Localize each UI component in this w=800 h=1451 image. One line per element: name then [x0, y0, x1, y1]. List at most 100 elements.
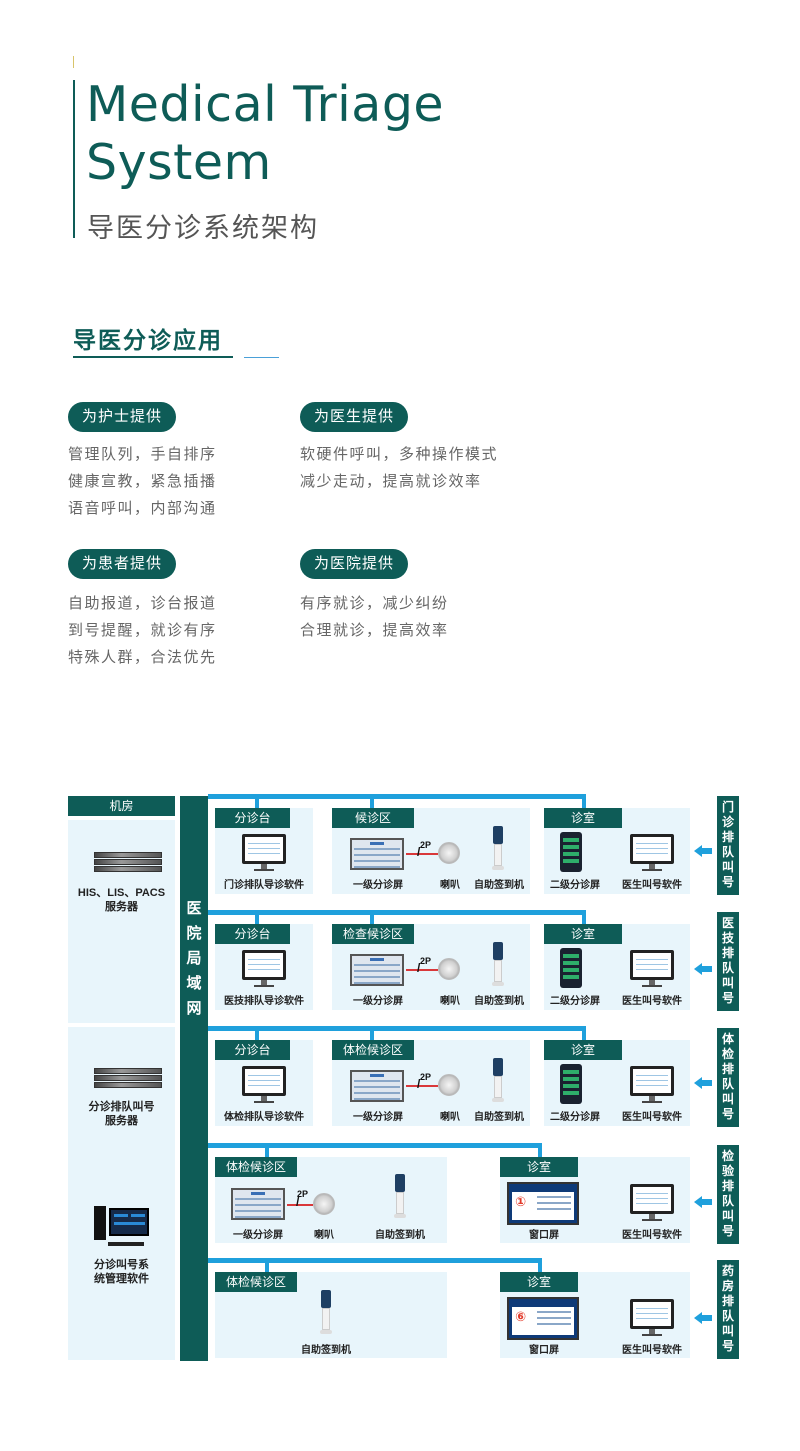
lcd-screen-icon: [231, 1188, 285, 1220]
room-device2-label: 医生叫号软件: [622, 996, 682, 1007]
kiosk-label: 自助签到机: [301, 1345, 351, 1356]
side-char: 队: [721, 1309, 734, 1323]
side-char: 叫: [721, 976, 734, 990]
server-label-line: 分诊叫号系: [94, 1259, 149, 1271]
machine-room-header: 机房: [68, 796, 175, 816]
side-char: 门: [721, 800, 734, 814]
speaker-cable: [287, 1204, 313, 1206]
desc-line: 到号提醒，就诊有序: [68, 622, 217, 639]
lcd-screen-icon: [350, 954, 404, 986]
side-char: 排: [721, 946, 734, 960]
kiosk-label: 自助签到机: [474, 1112, 524, 1123]
triage-software-label: 门诊排队导诊软件: [224, 880, 304, 891]
network-drop: [538, 1258, 542, 1272]
side-char: 药: [721, 1264, 734, 1278]
hospital-lan-label: 医 院 局 域 网: [180, 896, 208, 1021]
lcd-label: 一级分诊屏: [353, 1112, 403, 1123]
room-device2-label: 医生叫号软件: [622, 1112, 682, 1123]
side-char: 医: [721, 916, 734, 930]
desc-line: 特殊人群，合法优先: [68, 649, 217, 666]
window-number: ⑥: [515, 1309, 527, 1324]
waiting-area-tag: 候诊区: [332, 808, 414, 828]
room-device1-label: 二级分诊屏: [550, 1112, 600, 1123]
kiosk-icon: [492, 942, 504, 988]
pill-patient: 为患者提供: [68, 549, 177, 579]
speaker-label: 喇叭: [440, 880, 460, 891]
side-char: 房: [721, 1279, 734, 1293]
title-line-2: System: [86, 134, 272, 191]
network-line: [208, 794, 586, 799]
side-char: 叫: [721, 1092, 734, 1106]
arrow-left-icon: [694, 1312, 712, 1324]
rack-server-icon: [94, 852, 162, 874]
triage-software-label: 医技排队导诊软件: [224, 996, 304, 1007]
kiosk-label: 自助签到机: [474, 880, 524, 891]
side-char: 号: [721, 1224, 734, 1238]
side-char: 队: [721, 1077, 734, 1091]
side-char: 叫: [721, 1324, 734, 1338]
consult-room-tag: 诊室: [500, 1272, 578, 1292]
lan-char: 局: [186, 950, 202, 967]
kiosk-label: 自助签到机: [375, 1230, 425, 1241]
cable-spec: 2P: [420, 1072, 432, 1082]
desc-line: 有序就诊，减少纠纷: [300, 595, 449, 612]
room-device2-label: 医生叫号软件: [622, 880, 682, 891]
side-char: 号: [721, 991, 734, 1005]
side-char: 检: [721, 1149, 734, 1163]
speaker-icon: [438, 958, 460, 980]
network-drop: [370, 794, 374, 808]
network-drop: [255, 1026, 259, 1040]
arrow-left-icon: [694, 963, 712, 975]
window-screen-icon: ①: [507, 1182, 579, 1225]
consult-room-tag: 诊室: [544, 808, 622, 828]
arrow-left-icon: [694, 845, 712, 857]
hospital-lan-bar: [180, 796, 208, 1361]
side-char: 队: [721, 961, 734, 975]
speaker-label: 喇叭: [314, 1230, 334, 1241]
side-char: 号: [721, 875, 734, 889]
network-drop: [255, 794, 259, 808]
speaker-icon: [438, 842, 460, 864]
desc-line: 自助报道，诊台报道: [68, 595, 217, 612]
room-device1-label: 二级分诊屏: [550, 996, 600, 1007]
lcd-label: 一级分诊屏: [353, 996, 403, 1007]
cable-slash: /: [417, 961, 421, 975]
speaker-cable: [406, 1085, 438, 1087]
lan-char: 域: [186, 975, 202, 992]
section-title: 导医分诊应用: [73, 327, 223, 353]
network-line: [208, 1143, 542, 1148]
server-label-line: 分诊排队叫号: [88, 1101, 155, 1113]
speaker-icon: [438, 1074, 460, 1096]
speaker-cable: [406, 969, 438, 971]
side-char: 检: [721, 1047, 734, 1061]
side-char: 体: [721, 1032, 734, 1046]
waiting-area-tag: 体检候诊区: [332, 1040, 414, 1060]
window-screen-icon: ⑥: [507, 1297, 579, 1340]
network-drop: [582, 1026, 586, 1040]
desc-line: 语音呼叫，内部沟通: [68, 500, 217, 517]
side-label-outpatient: 门 诊 排 队 叫 号: [717, 796, 739, 895]
consult-room-tag: 诊室: [500, 1157, 578, 1177]
lcd-label: 一级分诊屏: [233, 1230, 283, 1241]
room-device2-label: 医生叫号软件: [622, 1230, 682, 1241]
kiosk-icon: [492, 826, 504, 872]
room-device1-label: 窗口屏: [529, 1345, 559, 1356]
server-label-his: HIS、LIS、PACS 服务器: [68, 886, 175, 914]
network-line: [208, 1258, 542, 1263]
speaker-label: 喇叭: [440, 996, 460, 1007]
server-label-line: 服务器: [105, 901, 138, 913]
side-char: 叫: [721, 1209, 734, 1223]
lan-char: 网: [186, 1000, 202, 1017]
room-device1-label: 二级分诊屏: [550, 880, 600, 891]
network-drop: [265, 1258, 269, 1272]
desc-line: 减少走动，提高就诊效率: [300, 473, 482, 490]
side-char: 叫: [721, 860, 734, 874]
tablet-screen-icon: [560, 1064, 582, 1104]
network-line: [208, 1026, 586, 1031]
speaker-icon: [313, 1193, 335, 1215]
room-device2-label: 医生叫号软件: [622, 1345, 682, 1356]
lcd-screen-icon: [350, 1070, 404, 1102]
triage-desk-tag: 分诊台: [215, 1040, 290, 1060]
network-line: [208, 910, 586, 915]
cable-slash: /: [296, 1195, 300, 1209]
